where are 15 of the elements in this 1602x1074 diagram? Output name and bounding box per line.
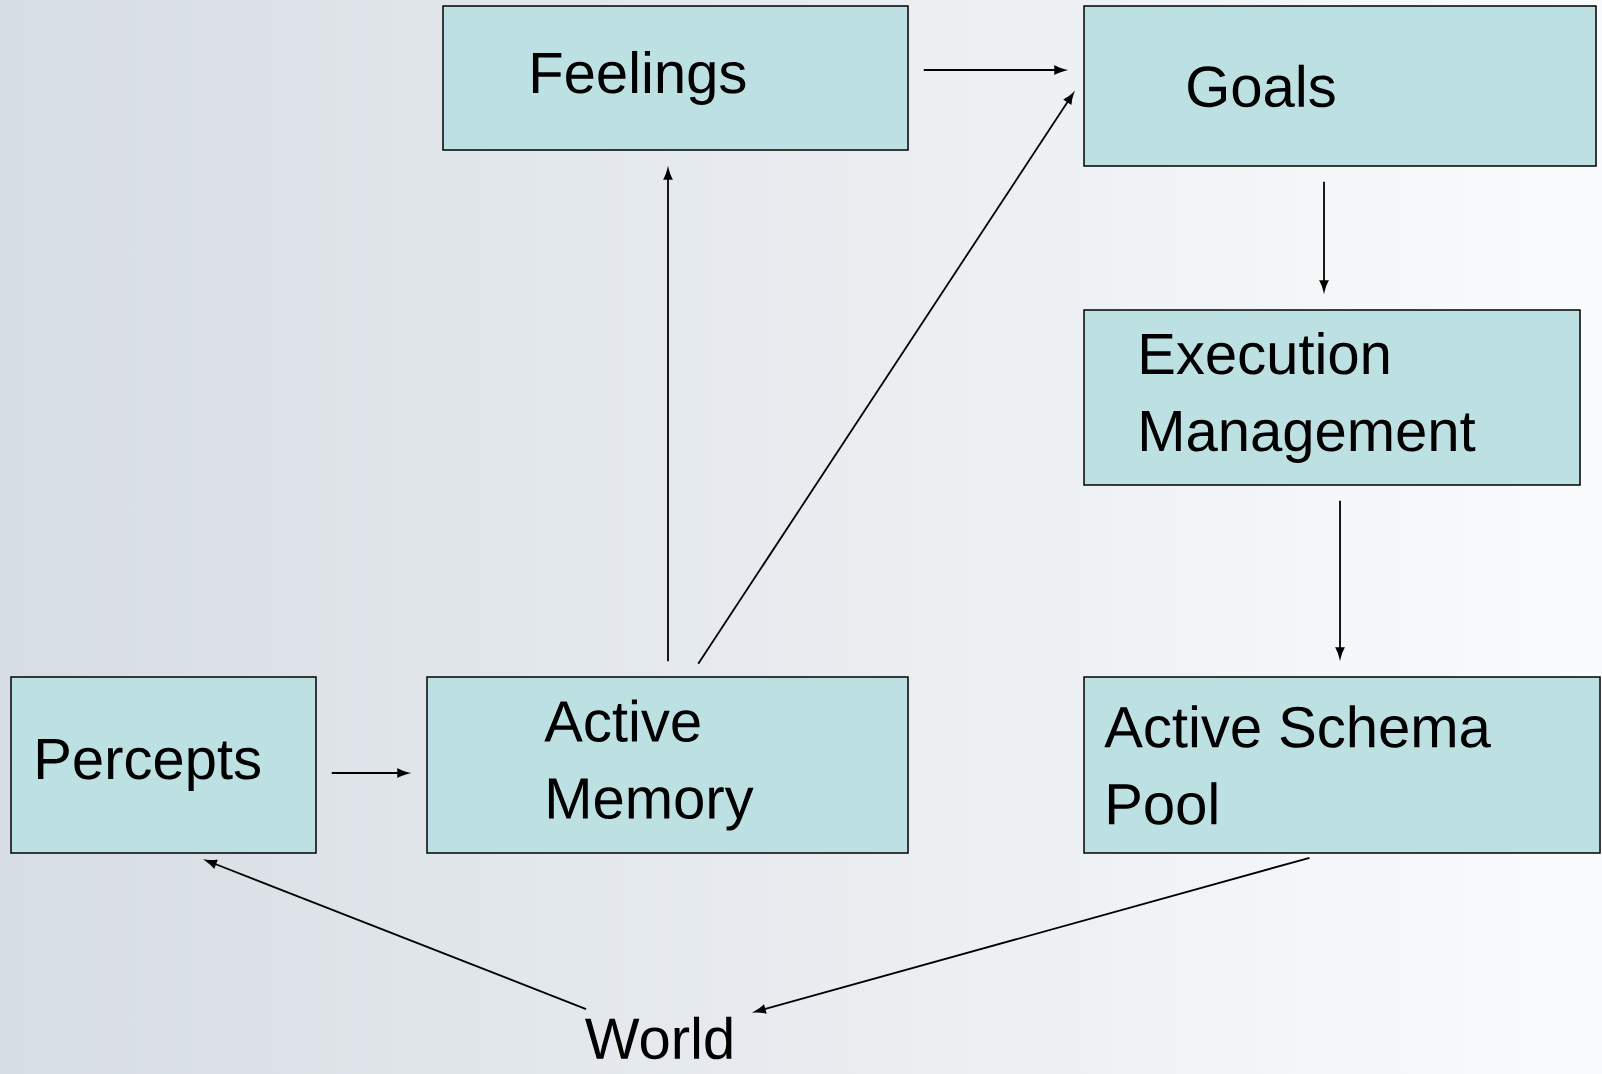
- label-text: World: [585, 1016, 732, 1060]
- arrow: [663, 168, 673, 663]
- arrow: [754, 856, 1311, 1014]
- arrow: [1319, 180, 1329, 292]
- process-box: Active Schema Pool: [1083, 676, 1601, 854]
- arrow: [697, 92, 1074, 665]
- process-box: Active Memory: [426, 676, 909, 854]
- arrow: [922, 65, 1066, 75]
- process-box: Execution Management: [1083, 309, 1581, 486]
- process-box: Goals: [1083, 5, 1597, 167]
- process-box: Feelings: [442, 5, 909, 151]
- arrow: [205, 859, 587, 1010]
- arrow: [330, 768, 409, 778]
- arrow: [1335, 499, 1345, 659]
- process-box: Percepts: [10, 676, 317, 854]
